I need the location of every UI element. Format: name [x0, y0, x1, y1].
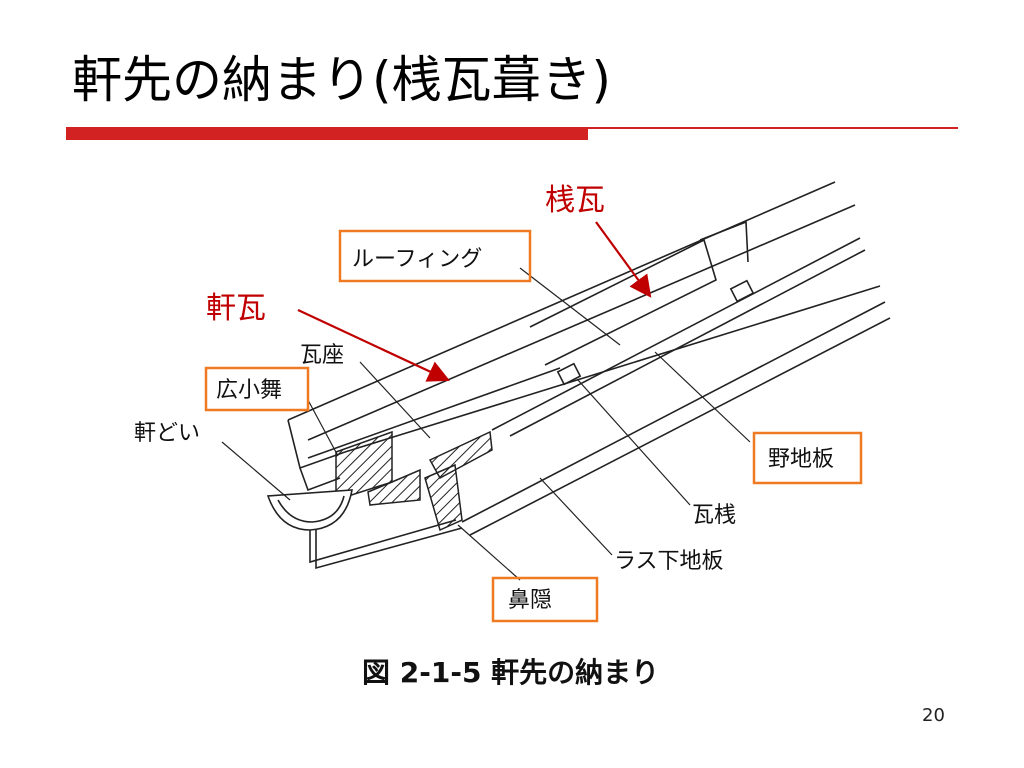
- leader-roofing: [519, 267, 621, 346]
- box-hanakakushi: [491, 576, 599, 623]
- leader-hirokomai: [307, 399, 339, 457]
- roofing-line: [491, 237, 861, 431]
- label-hirokomai: 広小舞: [216, 378, 282, 403]
- label-kawaraza: 瓦座: [300, 343, 344, 368]
- arrow-nokigawara: [297, 309, 450, 382]
- figure-caption: 図 2-1-5 軒先の納まり: [362, 656, 659, 689]
- arrow-sangawara: [595, 221, 652, 298]
- orange-boxes: [204, 229, 863, 623]
- hatch-block-2: [367, 468, 421, 506]
- label-roofing: ルーフィング: [352, 247, 482, 272]
- page-number: 20: [922, 705, 945, 726]
- box-roofing: [338, 229, 532, 283]
- tile-step-lower: [529, 238, 717, 366]
- label-hanakakushi: 鼻隠: [508, 588, 552, 613]
- hatched-wood: [335, 430, 493, 532]
- hatch-block-3: [428, 430, 493, 480]
- eave-tile-base: [307, 367, 561, 459]
- box-hirokomai: [204, 366, 310, 412]
- leader-lines: [221, 267, 751, 581]
- gutter-inner: [277, 495, 345, 523]
- hatch-block-4: [424, 463, 463, 532]
- label-kawarasan: 瓦桟: [692, 503, 736, 528]
- hirokomai-edge: [299, 467, 341, 492]
- roofing-line-2: [509, 249, 866, 437]
- roof-lines: [287, 181, 891, 536]
- tile-top-line: [287, 181, 836, 421]
- leader-hanakakushi: [457, 524, 521, 581]
- label-nokigawara: 軒瓦: [206, 291, 266, 326]
- sheathing-top: [344, 285, 881, 453]
- gutter-body: [266, 489, 353, 531]
- lath-board: [469, 317, 891, 536]
- label-rasushitajiita: ラス下地板: [614, 549, 724, 574]
- label-nokidoi: 軒どい: [134, 421, 200, 446]
- label-nojiita: 野地板: [768, 447, 834, 472]
- title-divider-thick: [66, 127, 588, 140]
- box-nojiita: [752, 431, 863, 485]
- tile-step-upper: [699, 220, 749, 263]
- gutter-hanger: [309, 519, 457, 564]
- callout-arrows: [297, 221, 652, 382]
- leader-nokidoi: [221, 441, 291, 501]
- batten-lower: [556, 362, 582, 386]
- slide-title: 軒先の納まり(桟瓦葺き): [72, 51, 612, 109]
- leader-rasushitajiita: [539, 477, 613, 556]
- label-sangawara: 桟瓦: [545, 183, 605, 218]
- leader-kawarasan: [577, 379, 691, 506]
- gutter: [266, 489, 463, 570]
- leader-kawaraza: [359, 361, 431, 439]
- sheathing-bottom: [461, 301, 886, 523]
- leader-nojiita: [654, 351, 751, 443]
- gutter-hanger-2: [315, 527, 463, 570]
- batten-upper: [729, 279, 755, 303]
- tile-under-line: [307, 204, 856, 441]
